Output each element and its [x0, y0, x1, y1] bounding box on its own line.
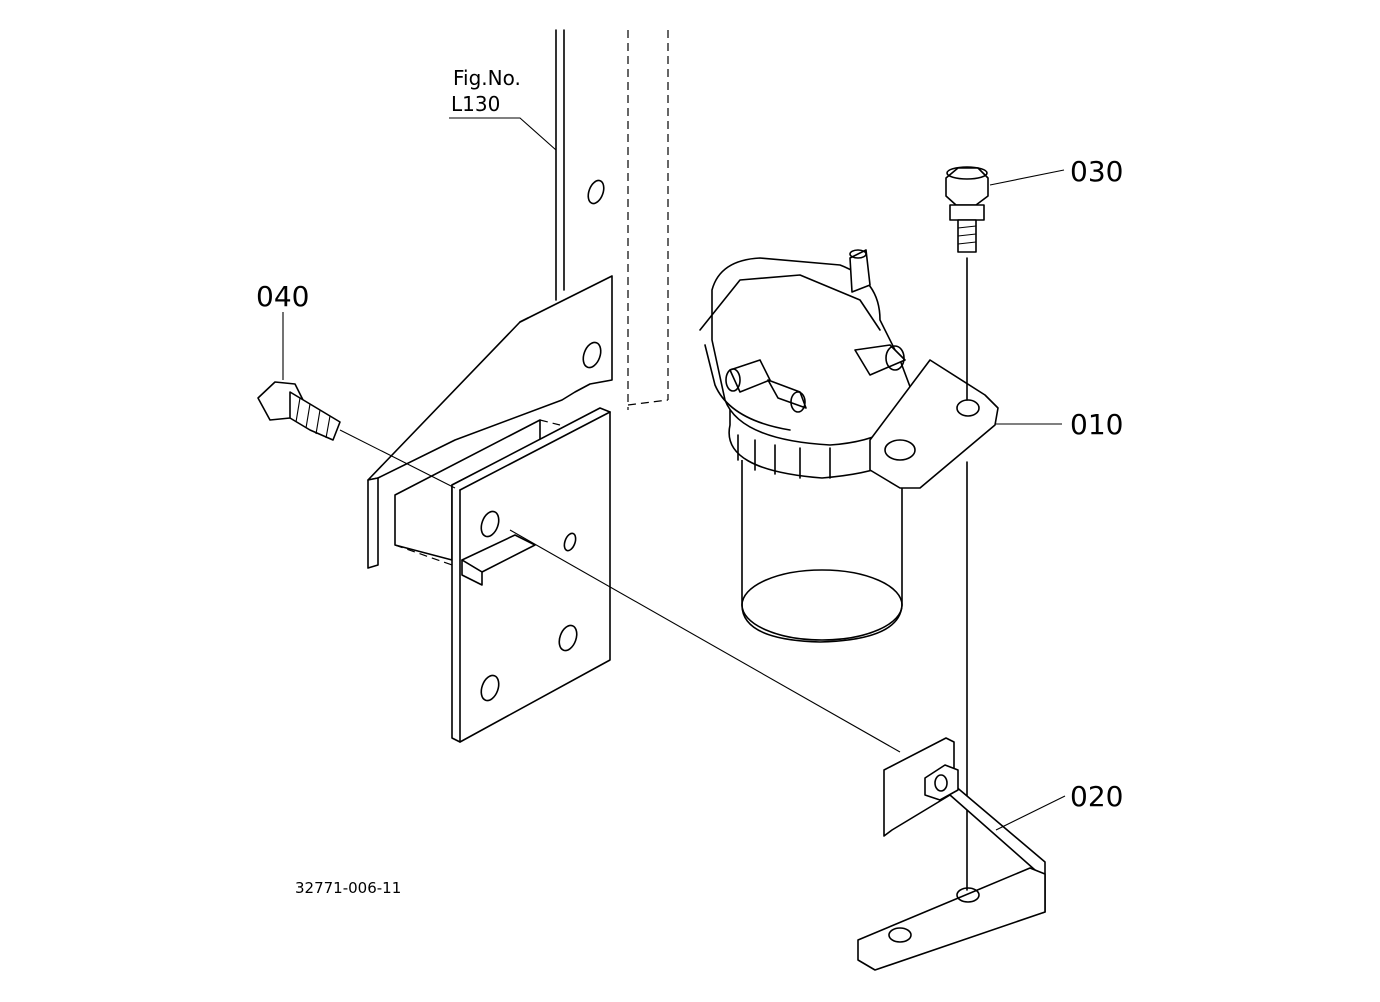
callout-030: 030: [1070, 155, 1123, 188]
callout-040: 040: [256, 280, 309, 313]
bracket-020: 020: [509, 529, 1123, 971]
fuel-filter-010: 010: [699, 249, 1123, 643]
front-plate: [451, 407, 611, 743]
callout-020: 020: [1070, 780, 1123, 813]
fig-number: L130: [451, 92, 500, 116]
frame-member: [555, 29, 669, 410]
drawing-code: 32771-006-11: [295, 879, 401, 897]
bolt-040: 040: [256, 280, 456, 489]
screw-030: 030: [945, 155, 1123, 891]
fig-leader-line: [449, 117, 557, 151]
callout-010: 010: [1070, 408, 1123, 441]
fig-label: Fig.No.: [453, 66, 521, 90]
